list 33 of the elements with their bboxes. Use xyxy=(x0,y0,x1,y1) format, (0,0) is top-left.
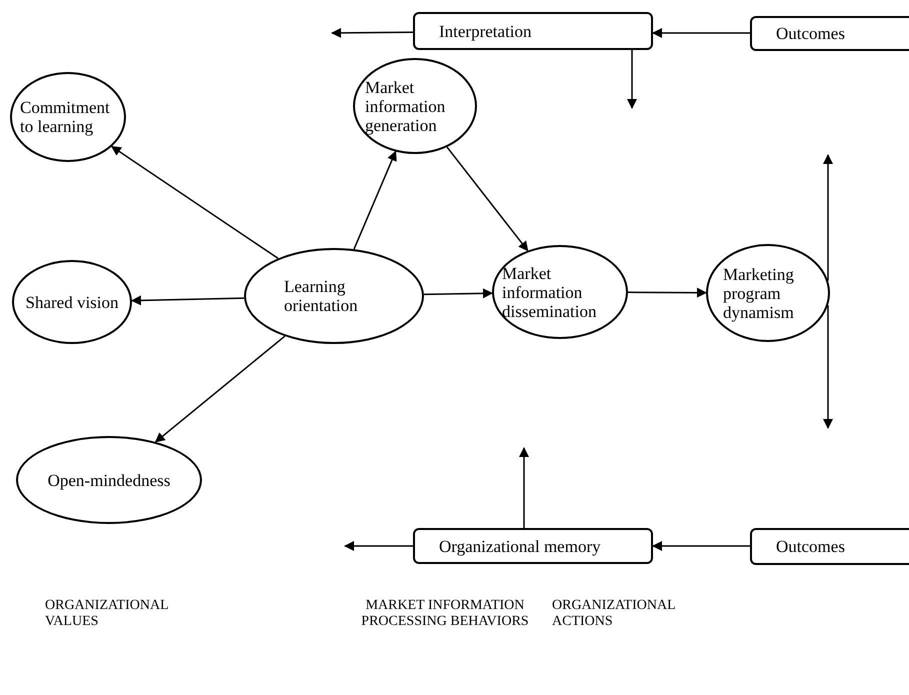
rounded-box xyxy=(750,528,909,565)
rounded-box xyxy=(413,12,653,50)
node-text: Interpretation xyxy=(439,22,532,40)
node-text: Market information generation xyxy=(365,78,446,134)
node-text: Outcomes xyxy=(776,537,845,556)
column-label: MARKET INFORMATION PROCESSING BEHAVIORS xyxy=(360,598,530,630)
arrow xyxy=(628,288,707,298)
rounded-box xyxy=(413,528,653,564)
node-text: Commitment to learning xyxy=(20,98,111,136)
arrow xyxy=(110,146,279,260)
node-text: Marketing program dynamism xyxy=(723,264,795,322)
arrow xyxy=(331,28,413,38)
column-label: ORGANIZATIONAL VALUES xyxy=(45,598,170,630)
node-text: Organizational memory xyxy=(439,536,601,556)
node-text: Shared vision xyxy=(25,292,119,312)
arrow xyxy=(154,336,286,443)
arrow xyxy=(446,146,528,252)
rounded-box xyxy=(750,16,909,51)
arrow xyxy=(652,28,750,38)
node-text: Learning orientation xyxy=(284,277,359,315)
arrow xyxy=(424,288,493,298)
arrow xyxy=(823,154,833,281)
arrow xyxy=(519,447,529,528)
node-text: Outcomes xyxy=(776,24,845,43)
arrow xyxy=(344,541,413,551)
arrow xyxy=(627,50,637,109)
node-text: Open-mindedness xyxy=(48,470,170,490)
arrow xyxy=(823,305,833,429)
node-text: Market information dissemination xyxy=(502,264,598,320)
column-label: ORGANIZATIONAL ACTIONS xyxy=(552,598,676,630)
arrow xyxy=(131,295,244,306)
arrow xyxy=(353,150,397,250)
arrow xyxy=(652,541,750,551)
